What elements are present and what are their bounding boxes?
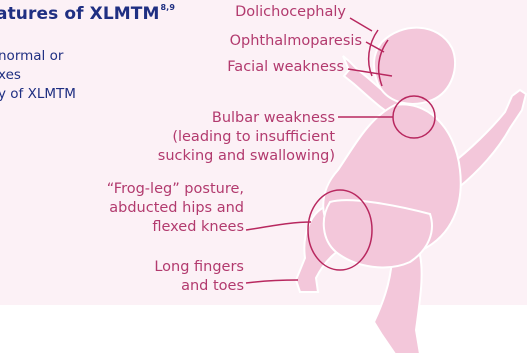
fingers-toes-leader [246,280,298,283]
frog-leg-label-box: “Frog-leg” posture, abducted hips and fl… [80,178,244,240]
bulbar-label-box: Bulbar weakness (leading to insufficient… [110,106,335,166]
label-fingers-line-1: Long fingers [154,258,244,276]
label-fingers-line-2: and toes [181,277,244,295]
baby-right-leg [374,255,422,354]
label-frog-leg-line-3: flexed knees [152,218,244,236]
label-dolichocephaly: Dolichocephaly [235,3,346,21]
baby-diaper [324,200,432,267]
dolichocephaly-label-box: Dolichocephaly [170,0,346,24]
label-bulbar-line-1: Bulbar weakness [212,109,335,127]
label-frog-leg-line-1: “Frog-leg” posture, [107,180,244,198]
ophthalmoparesis-label-box: Ophthalmoparesis [170,28,362,52]
baby-right-arm [450,90,526,188]
baby-head [374,28,455,104]
label-facial-weakness: Facial weakness [227,58,344,76]
fingers-label-box: Long fingers and toes [80,255,244,297]
label-bulbar-line-2: (leading to insufficient [172,128,335,146]
label-bulbar-line-3: sucking and swallowing) [158,147,335,165]
label-ophthalmoparesis: Ophthalmoparesis [230,32,362,50]
label-frog-leg-line-2: abducted hips and [109,199,244,217]
frog-leg-leader [246,222,311,230]
facial-weakness-label-box: Facial weakness [150,54,344,78]
